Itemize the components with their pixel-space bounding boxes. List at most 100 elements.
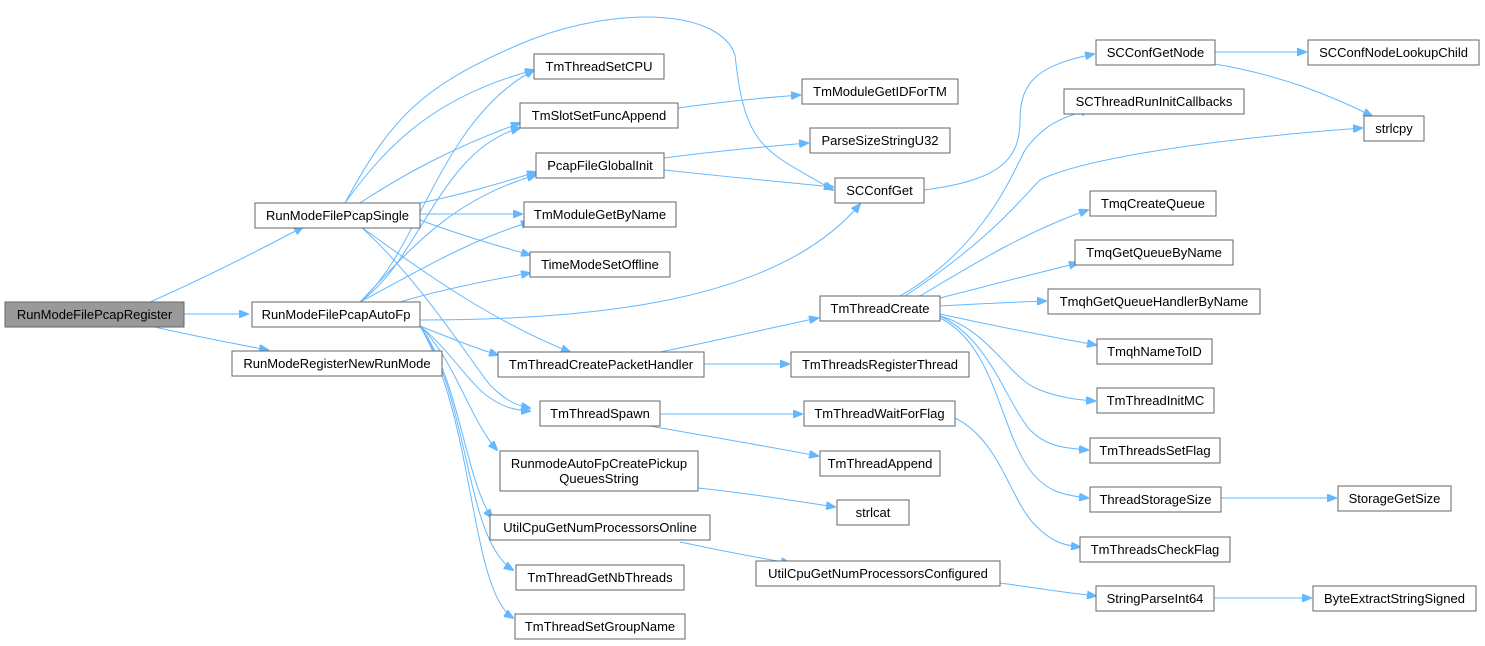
node-timeoff[interactable]: TimeModeSetOffline	[529, 251, 671, 278]
node-tmqget[interactable]: TmqGetQueueByName	[1074, 239, 1234, 266]
edge-tcreate-strlcpy	[904, 128, 1362, 297]
node-label: TmThreadsCheckFlag	[1091, 542, 1220, 557]
node-waitflag[interactable]: TmThreadWaitForFlag	[803, 400, 956, 427]
node-label: strlcpy	[1375, 121, 1413, 136]
edge-single-pcapinit	[419, 172, 536, 204]
node-label: TmThreadSpawn	[550, 406, 650, 421]
node-tcreate[interactable]: TmThreadCreate	[819, 295, 941, 322]
node-label: TmThreadSetGroupName	[525, 619, 675, 634]
edge-autofp-pcapinit	[359, 175, 536, 303]
node-parsesize[interactable]: ParseSizeStringU32	[809, 127, 951, 154]
node-storget[interactable]: StorageGetSize	[1337, 485, 1452, 512]
node-label: TmSlotSetFuncAppend	[532, 108, 666, 123]
node-createph[interactable]: TmThreadCreatePacketHandler	[497, 351, 705, 378]
node-tmqhname[interactable]: TmqhNameToID	[1096, 338, 1213, 365]
node-label: TimeModeSetOffline	[541, 257, 659, 272]
node-spawn[interactable]: TmThreadSpawn	[539, 400, 661, 427]
node-regthread[interactable]: TmThreadsRegisterThread	[790, 351, 970, 378]
node-label: strlcat	[856, 505, 891, 520]
node-label: TmThreadCreatePacketHandler	[509, 357, 694, 372]
edge-cpuconf-parseint	[999, 582, 1096, 596]
node-modid[interactable]: TmModuleGetIDForTM	[801, 78, 959, 105]
node-label: TmThreadWaitForFlag	[814, 406, 944, 421]
node-cpuonline[interactable]: UtilCpuGetNumProcessorsOnline	[489, 514, 711, 541]
edge-autofp-cpuonline	[419, 325, 492, 518]
node-regnew[interactable]: RunModeRegisterNewRunMode	[231, 350, 443, 377]
node-label: UtilCpuGetNumProcessorsOnline	[503, 520, 697, 535]
node-label: PcapFileGlobalInit	[547, 158, 653, 173]
node-initmc[interactable]: TmThreadInitMC	[1096, 387, 1215, 414]
edge-single-slotappend	[359, 123, 520, 204]
node-parseint[interactable]: StringParseInt64	[1095, 585, 1215, 612]
node-label: ThreadStorageSize	[1099, 492, 1211, 507]
node-tmqh[interactable]: TmqhGetQueueHandlerByName	[1047, 288, 1261, 315]
edge-single-confget	[344, 16, 833, 204]
node-strlcat[interactable]: strlcat	[836, 499, 910, 526]
node-groupname[interactable]: TmThreadSetGroupName	[514, 613, 686, 640]
node-label: TmqCreateQueue	[1101, 196, 1205, 211]
edge-autofp-spawn	[419, 325, 530, 411]
edge-getnode-strlcpy	[1214, 63, 1372, 116]
nodes: RunModeFilePcapRegister RunModeFilePcapS…	[4, 39, 1480, 640]
node-setcpu[interactable]: TmThreadSetCPU	[533, 53, 665, 80]
node-label: SCConfGet	[846, 183, 913, 198]
edge-single-createph	[359, 225, 570, 352]
node-label-line2: QueuesString	[559, 471, 639, 486]
node-modbyname[interactable]: TmModuleGetByName	[523, 201, 677, 228]
node-label: TmThreadInitMC	[1107, 393, 1205, 408]
node-label: RunModeRegisterNewRunMode	[243, 356, 430, 371]
edge-autofp-setcpu	[359, 70, 534, 303]
node-cpuconf[interactable]: UtilCpuGetNumProcessorsConfigured	[755, 560, 1001, 587]
node-single[interactable]: RunModeFilePcapSingle	[254, 202, 421, 229]
node-label: SCConfGetNode	[1107, 45, 1205, 60]
node-slotappend[interactable]: TmSlotSetFuncAppend	[519, 102, 679, 129]
node-pcapinit[interactable]: PcapFileGlobalInit	[535, 152, 665, 179]
node-label: StringParseInt64	[1107, 591, 1204, 606]
edge-cpuonline-cpuconf	[679, 541, 790, 563]
edge-autofp-confget	[419, 204, 860, 321]
edge-waitflag-checkflag	[954, 417, 1080, 547]
node-tmqcreate[interactable]: TmqCreateQueue	[1089, 190, 1217, 217]
node-setflag[interactable]: TmThreadsSetFlag	[1089, 437, 1221, 464]
node-label: ParseSizeStringU32	[821, 133, 938, 148]
node-label: TmqGetQueueByName	[1086, 245, 1222, 260]
node-autofp[interactable]: RunModeFilePcapAutoFp	[251, 301, 421, 328]
node-label: UtilCpuGetNumProcessorsConfigured	[768, 566, 988, 581]
node-byteext[interactable]: ByteExtractStringSigned	[1312, 585, 1477, 612]
edge-tcreate-setflag	[939, 315, 1088, 450]
edge-tcreate-initmc	[939, 315, 1095, 401]
edge-pickup-strlcat	[697, 487, 835, 507]
node-getnode[interactable]: SCConfGetNode	[1095, 39, 1216, 66]
edge-autofp-timeoff	[399, 273, 530, 303]
edge-autofp-slotappend	[359, 128, 520, 303]
node-label: TmThreadSetCPU	[546, 59, 653, 74]
node-label: RunModeFilePcapAutoFp	[262, 307, 411, 322]
node-label: RunModeFilePcapSingle	[266, 208, 409, 223]
node-label: RunModeFilePcapRegister	[17, 307, 173, 322]
node-pickup[interactable]: RunmodeAutoFpCreatePickup QueuesString	[499, 450, 699, 492]
edge-tcreate-tmqh	[939, 301, 1046, 307]
edge-root-single	[149, 227, 303, 303]
edge-single-timeoff	[419, 219, 530, 255]
edges	[149, 16, 1372, 618]
node-confget[interactable]: SCConfGet	[834, 177, 925, 204]
node-label: SCConfNodeLookupChild	[1319, 45, 1468, 60]
node-label: TmThreadsRegisterThread	[802, 357, 958, 372]
node-label: TmThreadAppend	[828, 456, 933, 471]
node-storsize[interactable]: ThreadStorageSize	[1089, 486, 1222, 513]
node-label: TmModuleGetIDForTM	[813, 84, 947, 99]
node-label: TmqhGetQueueHandlerByName	[1060, 294, 1249, 309]
edge-pcapinit-confget	[663, 169, 833, 187]
node-initcb[interactable]: SCThreadRunInitCallbacks	[1063, 88, 1245, 115]
node-tappend[interactable]: TmThreadAppend	[819, 450, 941, 477]
node-strlcpy[interactable]: strlcpy	[1363, 115, 1425, 142]
node-label: TmThreadGetNbThreads	[527, 570, 673, 585]
node-label-line1: RunmodeAutoFpCreatePickup	[511, 456, 687, 471]
node-root[interactable]: RunModeFilePcapRegister	[4, 301, 185, 328]
node-checkflag[interactable]: TmThreadsCheckFlag	[1079, 536, 1231, 563]
edge-autofp-modbyname	[359, 222, 530, 303]
node-lookup[interactable]: SCConfNodeLookupChild	[1307, 39, 1480, 66]
node-nbthreads[interactable]: TmThreadGetNbThreads	[515, 564, 685, 591]
node-label: TmThreadCreate	[831, 301, 930, 316]
